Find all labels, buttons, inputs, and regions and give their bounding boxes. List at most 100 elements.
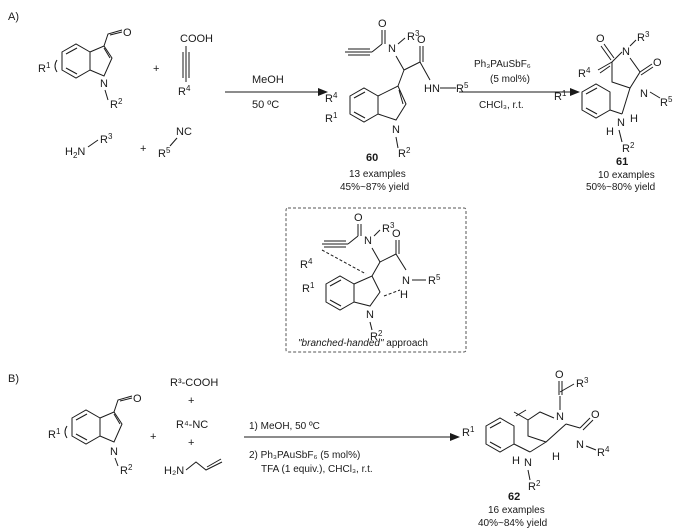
svg-text:R4: R4: [597, 445, 610, 459]
svg-text:O: O: [354, 212, 363, 224]
svg-text:N: N: [640, 88, 648, 100]
svg-text:N: N: [617, 117, 625, 129]
svg-text:R1: R1: [554, 89, 567, 103]
indole-n-a: N: [100, 78, 108, 90]
step-2: 2) Ph₃PAuSbF₆ (5 mol%): [249, 450, 360, 461]
svg-text:R3: R3: [382, 221, 395, 235]
svg-text:O: O: [133, 393, 142, 405]
r4-nc: R⁴-NC: [176, 419, 208, 431]
step-1: 1) MeOH, 50 ºC: [249, 421, 320, 432]
arrow-b: 1) MeOH, 50 ºC 2) Ph₃PAuSbF₆ (5 mol%) TF…: [244, 421, 460, 475]
svg-text:R2: R2: [370, 329, 383, 343]
svg-text:O: O: [392, 228, 401, 240]
product-61-yield: 50%~80% yield: [586, 182, 655, 193]
svg-text:N: N: [388, 43, 396, 55]
svg-text:H2N: H2N: [65, 146, 85, 160]
arrow-1-bottom: 50 ºC: [252, 99, 279, 111]
svg-text:N: N: [110, 446, 118, 458]
step-2b: TFA (1 equiv.), CHCl₃, r.t.: [261, 464, 373, 475]
product-60-number: 60: [366, 152, 378, 164]
svg-text:O: O: [417, 34, 426, 46]
svg-text:R2: R2: [622, 141, 635, 155]
aldehyde-o-a: O: [123, 27, 132, 39]
svg-text:R3: R3: [100, 132, 113, 146]
isonitrile-r5: NC R5: [158, 126, 192, 160]
svg-text:R4: R4: [578, 66, 591, 80]
section-b-label: B): [8, 373, 19, 385]
product-60-yield: 45%~87% yield: [340, 182, 409, 193]
svg-text:N: N: [524, 457, 532, 469]
arrow-1-top: MeOH: [252, 74, 284, 86]
svg-text:HN: HN: [424, 83, 440, 95]
svg-text:O: O: [596, 33, 605, 45]
product-62-number: 62: [508, 491, 520, 503]
product-61-number: 61: [616, 156, 628, 168]
svg-text:O: O: [653, 57, 662, 69]
cooh-label: COOH: [180, 33, 213, 45]
plus-1: +: [153, 63, 159, 75]
svg-text:N: N: [402, 275, 410, 287]
svg-text:O: O: [378, 18, 387, 30]
r1-label-a: R1: [38, 61, 51, 75]
svg-text:H: H: [606, 126, 614, 138]
svg-text:N: N: [622, 46, 630, 58]
indole-aldehyde-a: O N R2 R1: [38, 27, 132, 111]
r2-label-a: R2: [110, 97, 123, 111]
product-60-examples: 13 examples: [349, 169, 406, 180]
svg-text:R2: R2: [398, 146, 411, 160]
svg-text:H: H: [552, 451, 560, 463]
reagents-b: R³-COOH + R⁴-NC + H₂N: [164, 377, 223, 477]
svg-text:R4: R4: [300, 257, 313, 271]
svg-text:H: H: [400, 289, 408, 301]
r3-cooh: R³-COOH: [170, 377, 218, 389]
svg-text:R1: R1: [462, 425, 475, 439]
arrow-1: MeOH 50 ºC: [225, 74, 328, 111]
svg-text:R1: R1: [325, 111, 338, 125]
svg-text:R3: R3: [407, 29, 420, 43]
svg-text:R1: R1: [302, 281, 315, 295]
product-61: O N R3 O N R5 R4 R1 N H H R2 61 10 examp…: [554, 30, 673, 193]
approach-box: O N R3 O N H R5 R4 R1 N R2 "branched-han…: [285, 207, 467, 353]
svg-text:H: H: [630, 113, 638, 125]
svg-text:N: N: [556, 411, 564, 423]
indole-aldehyde-b: O N R2 R1: [48, 393, 142, 477]
arrow-2-bottom: CHCl₃, r.t.: [479, 100, 524, 111]
svg-text:O: O: [555, 369, 564, 381]
svg-text:+: +: [188, 437, 194, 449]
arrow-2: Ph₃PAuSbF₆ (5 mol%) CHCl₃, r.t.: [459, 59, 580, 111]
svg-text:N: N: [364, 235, 372, 247]
svg-text:NC: NC: [176, 126, 192, 138]
svg-text:R4: R4: [325, 91, 338, 105]
propargylamine: H₂N: [164, 465, 184, 477]
svg-text:R5: R5: [456, 81, 469, 95]
svg-text:N: N: [366, 309, 374, 321]
svg-text:+: +: [188, 395, 194, 407]
svg-text:O: O: [591, 409, 600, 421]
amine-r3: H2N R3: [65, 132, 113, 160]
propiolic-acid: COOH R4: [178, 33, 213, 98]
svg-text:R2: R2: [528, 479, 541, 493]
arrow-2-mid: (5 mol%): [490, 74, 530, 85]
svg-text:H: H: [512, 455, 520, 467]
svg-text:R3: R3: [637, 30, 650, 44]
svg-text:R2: R2: [120, 463, 133, 477]
product-62-examples: 16 examples: [488, 505, 545, 516]
svg-text:R3: R3: [576, 376, 589, 390]
svg-text:R5: R5: [158, 146, 171, 160]
product-62: O R3 N O N R4 R1 N H H R2 62 16 examples…: [462, 369, 610, 529]
svg-text:R1: R1: [48, 427, 61, 441]
svg-text:R5: R5: [428, 273, 441, 287]
svg-text:R5: R5: [660, 95, 673, 109]
approach-caption: "branched-handed" approach: [298, 338, 428, 349]
r4-label-a: R4: [178, 84, 191, 98]
arrow-2-top: Ph₃PAuSbF₆: [474, 59, 531, 70]
product-62-yield: 40%~84% yield: [478, 518, 547, 529]
svg-text:N: N: [392, 124, 400, 136]
section-a-label: A): [8, 11, 19, 23]
plus-2: +: [140, 143, 146, 155]
product-60: O N R3 O HN R5 R4 R1 N R2 60 13 examples…: [325, 18, 469, 193]
product-61-examples: 10 examples: [598, 170, 655, 181]
plus-b-1: +: [150, 431, 156, 443]
svg-text:N: N: [576, 439, 584, 451]
